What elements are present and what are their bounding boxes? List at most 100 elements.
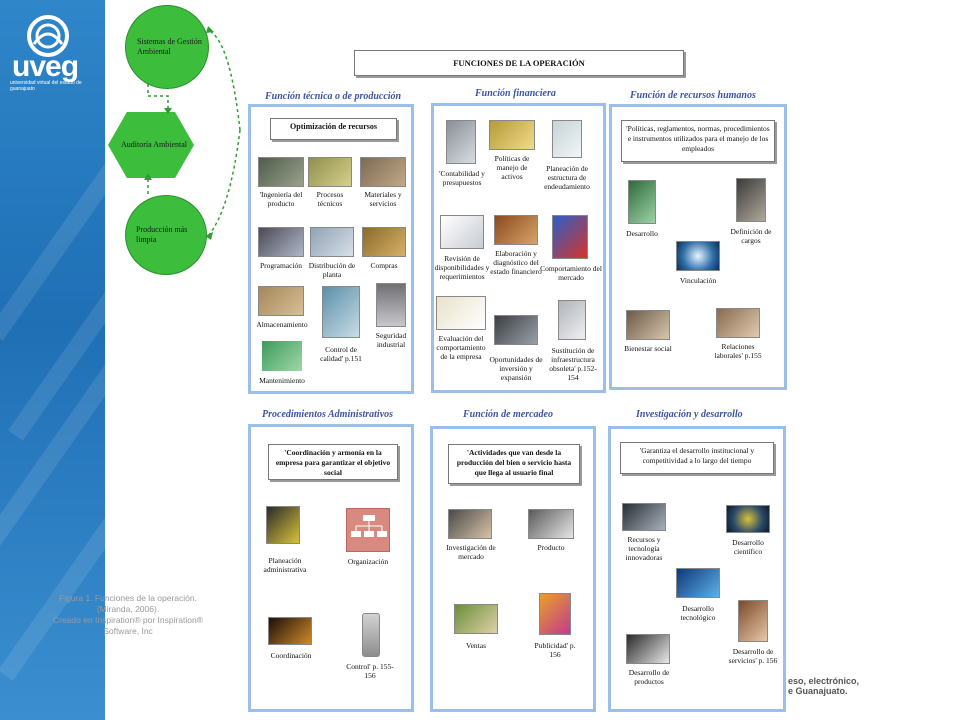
label-desarrollo-tecnologico: Desarrollo tecnológico — [680, 604, 716, 622]
contabilidad-image — [446, 120, 476, 164]
comportamiento-mercado-image — [552, 215, 588, 259]
label-sustitucion: Sustitución de infraestructura obsoleta'… — [549, 346, 597, 382]
sustitucion-image — [558, 300, 586, 340]
label-contabilidad: 'Contabilidad y presupuestos — [439, 169, 485, 187]
ingenieria-image — [258, 157, 304, 187]
label-programacion: Programación — [259, 261, 303, 270]
logo-wordmark: uveg — [12, 50, 79, 83]
politicas-activos-image — [489, 120, 535, 150]
bienestar-image — [626, 310, 670, 340]
label-planeacion-endeudamiento: Planeación de estructura de endeudamient… — [544, 164, 590, 191]
label-relaciones: Relaciones laborales' p.155 — [714, 342, 762, 360]
page-title: FUNCIONES DE LA OPERACIÓN — [354, 50, 684, 76]
label-elaboracion: Elaboración y diagnóstico del estado fin… — [490, 249, 542, 276]
label-almacenamiento: Almacenamiento — [256, 320, 308, 329]
uveg-logo-icon — [27, 15, 69, 57]
caption-line: (Miranda, 2006). — [96, 604, 160, 614]
label-coordinacion: Coordinación — [270, 651, 312, 660]
ventas-image — [454, 604, 498, 634]
caption-line: Figura 1. Funciones de la operación. — [59, 593, 197, 603]
label-desarrollo-productos: Desarrollo de productos — [628, 668, 670, 686]
sidebar-panel: uveg universidad virtual del estado de g… — [0, 0, 105, 720]
heading-financiera: Función financiera — [475, 88, 556, 99]
label-compras: Compras — [370, 261, 398, 270]
label-investigacion-mercado: Investigación de mercado — [446, 543, 496, 561]
label-ventas: Ventas — [466, 641, 486, 650]
materiales-image — [360, 157, 406, 187]
label-ingenieria: 'Ingeniería del producto — [259, 190, 303, 208]
node-label: Sistemas de Gestión Ambiental — [137, 37, 202, 56]
label-producto: Producto — [537, 543, 565, 552]
label-control: Control' p. 155-156 — [346, 662, 394, 680]
desarrollo-productos-image — [626, 634, 670, 664]
oportunidades-image — [494, 315, 538, 345]
footer-line: eso, electrónico, — [788, 676, 860, 686]
label-materiales: Materiales y servicios — [364, 190, 402, 208]
desarrollo-cientifico-image — [726, 505, 770, 533]
mantenimiento-image — [262, 341, 302, 371]
label-mantenimiento: Mantenimiento — [259, 376, 305, 385]
procesos-image — [308, 157, 352, 187]
label-desarrollo-cientifico: Desarrollo científico — [732, 538, 764, 556]
seguridad-image — [376, 283, 406, 327]
label-bienestar: Bienestar social — [624, 344, 672, 353]
desarrollo-tecnologico-image — [676, 568, 720, 598]
heading-tecnica: Función técnica o de producción — [265, 91, 402, 102]
organizacion-image — [346, 508, 390, 552]
caption-line: Software, Inc — [103, 626, 153, 636]
heading-investigacion: Investigación y desarrollo — [636, 409, 743, 420]
label-recursos-tecnologia: Recursos y tecnología innovadoras — [625, 535, 663, 562]
producto-image — [528, 509, 574, 539]
org-chart-icon — [351, 515, 387, 537]
desarrollo-rrhh-image — [628, 180, 656, 224]
node-auditoria-ambiental: Auditoría Ambiental — [108, 112, 194, 178]
label-comportamiento-mercado: Comportamiento del mercado — [540, 264, 602, 282]
label-desarrollo-servicios: Desarrollo de servicios' p. 156 — [728, 647, 778, 665]
heading-administrativos: Procedimientos Administrativos — [262, 409, 394, 420]
node-label: Auditoría Ambiental — [121, 140, 187, 149]
label-revision: Revisión de disponibilidades y requerimi… — [434, 254, 490, 281]
footer-text: eso, electrónico, e Guanajuato. — [788, 676, 859, 696]
planeacion-admin-image — [266, 506, 300, 544]
logo-subtitle: universidad virtual del estado de guanaj… — [10, 80, 82, 92]
heading-mercadeo: Función de mercadeo — [463, 409, 553, 420]
elaboracion-image — [494, 215, 538, 245]
figure-caption: Figura 1. Funciones de la operación. (Mi… — [28, 593, 228, 637]
vinculacion-image — [676, 241, 720, 271]
definicion-cargos-image — [736, 178, 766, 222]
box-rrhh: 'Políticas, reglamentos, normas, procedi… — [621, 120, 775, 162]
control-remote-image — [362, 613, 380, 657]
label-seguridad: Seguridad industrial — [375, 331, 407, 349]
label-definicion-cargos: Definición de cargos — [730, 227, 772, 245]
node-label: Producción más limpia — [136, 225, 188, 244]
label-publicidad: Publicidad' p. 156 — [534, 641, 576, 659]
almacenamiento-image — [258, 286, 304, 316]
label-planeacion-admin: Planeación administrativa — [263, 556, 307, 574]
dashed-connectors — [144, 26, 268, 240]
label-organizacion: Organización — [347, 557, 389, 566]
heading-rrhh: Función de recursos humanos — [630, 90, 756, 101]
caption-line: Creado en Inspiration® por Inspiration® — [52, 615, 204, 625]
box-mercadeo: 'Actividades que van desde la producción… — [448, 444, 580, 484]
distribucion-image — [310, 227, 354, 257]
node-sistemas-gestion-ambiental: Sistemas de Gestión Ambiental — [125, 5, 209, 89]
control-calidad-image — [322, 286, 360, 338]
planeacion-endeudamiento-image — [552, 120, 582, 158]
investigacion-mercado-image — [448, 509, 492, 539]
label-oportunidades: Oportunidades de inversión y expansión — [489, 355, 543, 382]
box-investigacion: 'Garantiza el desarrollo institucional y… — [620, 442, 774, 474]
relaciones-image — [716, 308, 760, 338]
programacion-image — [258, 227, 304, 257]
node-produccion-mas-limpia: Producción más limpia — [125, 195, 207, 275]
label-evaluacion: Evaluación del comportamiento de la empr… — [436, 334, 486, 361]
compras-image — [362, 227, 406, 257]
label-procesos: Procesos técnicos — [316, 190, 344, 208]
publicidad-image — [539, 593, 571, 635]
coordinacion-image — [268, 617, 312, 645]
revision-image — [440, 215, 484, 249]
label-distribucion: Distribución de planta — [308, 261, 356, 279]
desarrollo-servicios-image — [738, 600, 768, 642]
evaluacion-image — [436, 296, 486, 330]
box-administrativos: 'Coordinación y armonía en la empresa pa… — [268, 444, 398, 480]
recursos-tecnologia-image — [622, 503, 666, 531]
